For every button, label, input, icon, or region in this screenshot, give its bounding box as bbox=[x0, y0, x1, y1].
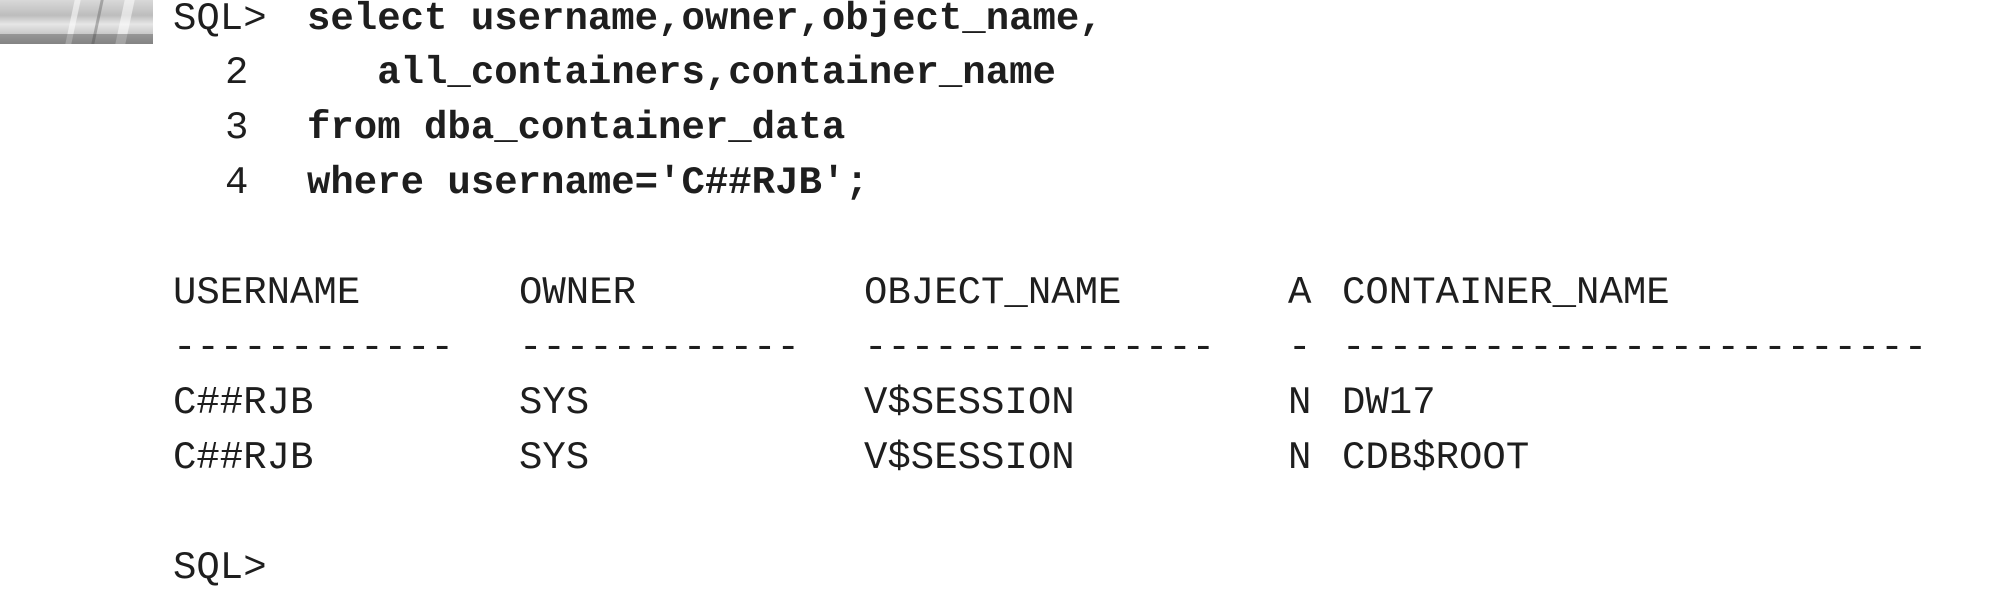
column-header-username: USERNAME bbox=[173, 271, 361, 315]
thumbnail-image bbox=[0, 0, 153, 44]
line-number-4: 4 bbox=[225, 161, 249, 205]
table-row-1-container-name: DW17 bbox=[1342, 381, 1436, 425]
sql-prompt: SQL> bbox=[173, 0, 267, 41]
column-header-object-name: OBJECT_NAME bbox=[864, 271, 1122, 315]
query-line-3: from dba_container_data bbox=[307, 106, 846, 150]
table-row-1-username: C##RJB bbox=[173, 381, 314, 425]
line-number-3: 3 bbox=[225, 106, 249, 150]
column-header-owner: OWNER bbox=[519, 271, 637, 315]
separator-object-name: --------------- bbox=[864, 326, 1216, 370]
separator-username: ------------ bbox=[173, 326, 454, 370]
table-row-1-all-containers: N bbox=[1288, 381, 1312, 425]
query-line-2: all_containers,container_name bbox=[307, 51, 1056, 95]
column-header-container-name: CONTAINER_NAME bbox=[1342, 271, 1670, 315]
query-line-4: where username='C##RJB'; bbox=[307, 161, 869, 205]
query-line-1: select username,owner,object_name, bbox=[307, 0, 1103, 41]
separator-owner: ------------ bbox=[519, 326, 800, 370]
table-row-2-object-name: V$SESSION bbox=[864, 436, 1075, 480]
table-row-2-container-name: CDB$ROOT bbox=[1342, 436, 1530, 480]
table-row-2-username: C##RJB bbox=[173, 436, 314, 480]
separator-all-containers: - bbox=[1288, 326, 1312, 370]
table-row-2-all-containers: N bbox=[1288, 436, 1312, 480]
sql-prompt-footer: SQL> bbox=[173, 546, 267, 589]
separator-container-name: ------------------------- bbox=[1342, 326, 1928, 370]
column-header-all-containers: A bbox=[1288, 271, 1312, 315]
table-row-1-object-name: V$SESSION bbox=[864, 381, 1075, 425]
line-number-2: 2 bbox=[225, 51, 249, 95]
table-row-2-owner: SYS bbox=[519, 436, 590, 480]
table-row-1-owner: SYS bbox=[519, 381, 590, 425]
